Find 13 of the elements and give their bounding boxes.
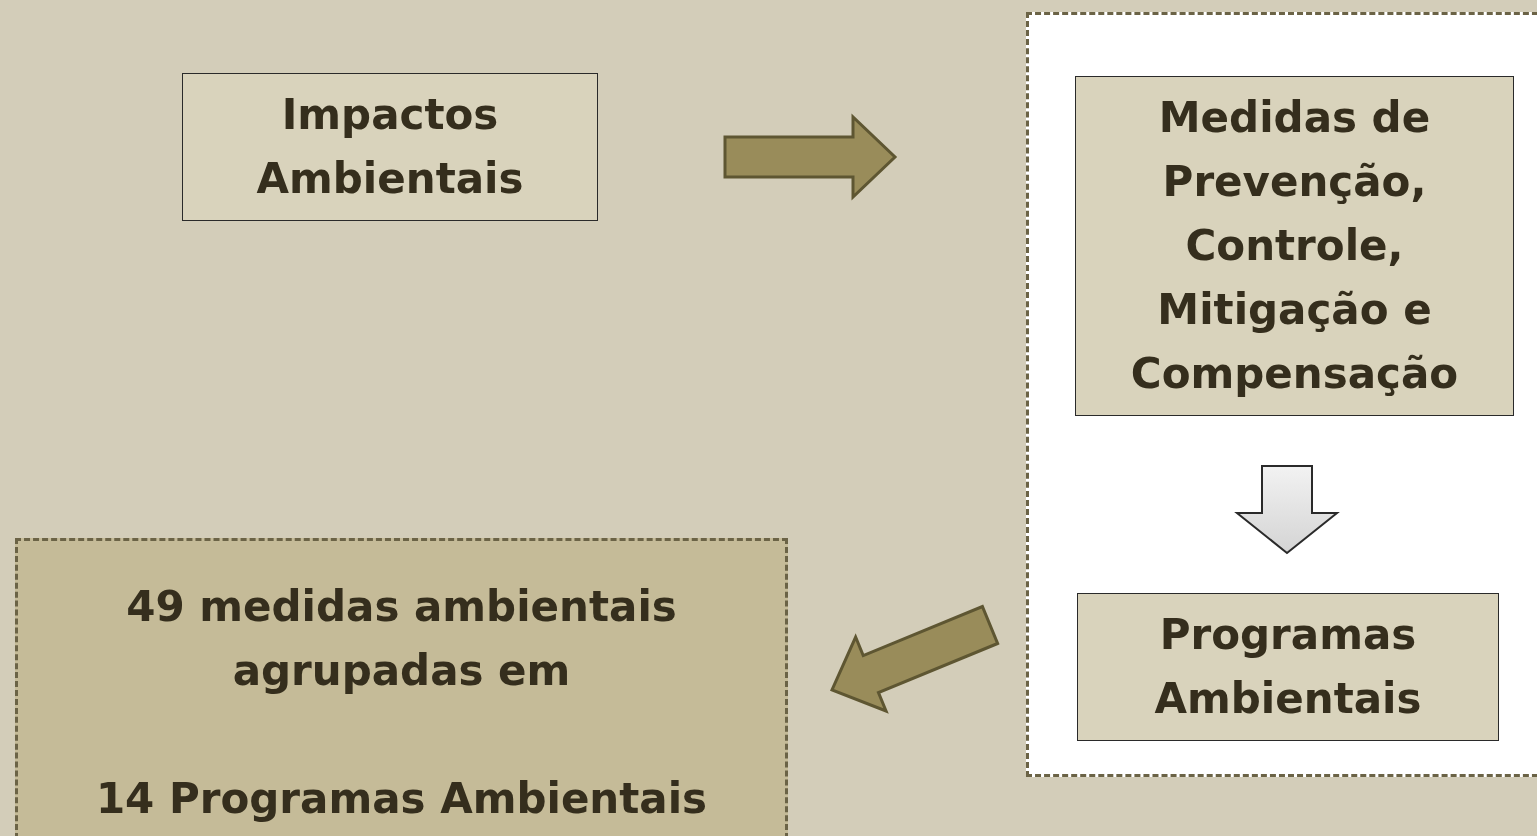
process-box [1077,593,1499,741]
node-label: 49 medidas ambientais agrupadas em [125,581,678,697]
dashed-panel [1026,12,1537,777]
node-label: Programas Ambientais [1153,609,1423,725]
process-box [182,73,598,221]
block-arrow [1234,465,1340,555]
block-arrow [830,604,1000,714]
block-arrow [723,113,898,201]
node-label: 14 Programas Ambientais [94,773,709,825]
node-label: Medidas de Prevenção, Controle, Mitigação e Compensação [1129,92,1460,400]
process-box [1075,76,1514,416]
dashed-box [15,538,788,836]
node-label: Impactos Ambientais [255,89,525,205]
